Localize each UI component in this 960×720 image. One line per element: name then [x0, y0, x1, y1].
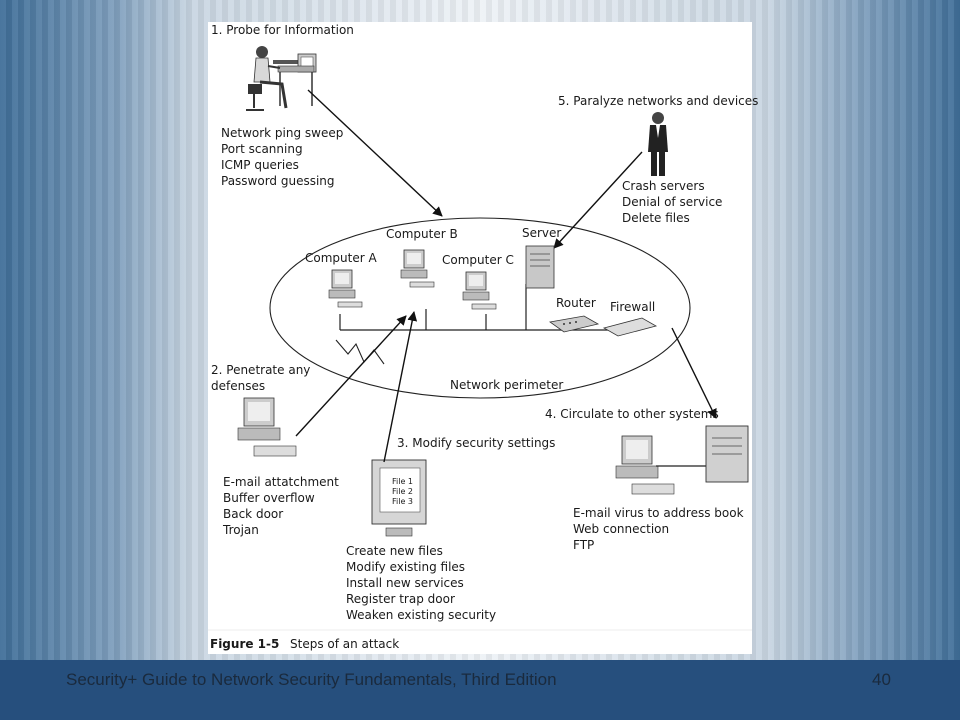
- step5-title: 5. Paralyze networks and devices: [558, 94, 758, 108]
- step4-title: 4. Circulate to other systems: [545, 407, 719, 421]
- step1-item: ICMP queries: [221, 158, 299, 172]
- step4-item: FTP: [573, 538, 594, 552]
- step2-item: Trojan: [222, 523, 259, 537]
- step3-item: Register trap door: [346, 592, 455, 606]
- computer-a-label: Computer A: [305, 251, 377, 265]
- network-perimeter-label: Network perimeter: [450, 378, 563, 392]
- step2-item: E-mail attatchment: [223, 475, 339, 489]
- server-label: Server: [522, 226, 561, 240]
- computer-b-label: Computer B: [386, 227, 458, 241]
- step3-item: Create new files: [346, 544, 443, 558]
- perimeter-breach-mark: [335, 339, 385, 365]
- router-icon: [548, 315, 600, 333]
- step2-arrow: [295, 315, 407, 437]
- computer-c-label: Computer C: [442, 253, 514, 267]
- step5-item: Denial of service: [622, 195, 722, 209]
- screen-file-label: File 3: [392, 497, 413, 506]
- router-label: Router: [556, 296, 596, 310]
- step3-monitor-icon: [371, 459, 427, 537]
- attacker-standing-icon: [648, 112, 668, 176]
- server-icon: [525, 245, 555, 289]
- computer-c-icon: [462, 271, 497, 310]
- footer-page-number: 40: [872, 670, 891, 689]
- step2-title-line1: 2. Penetrate any: [211, 363, 310, 377]
- step2-computer-icon: [237, 397, 297, 457]
- step3-item: Weaken existing security: [346, 608, 496, 622]
- footer-bar: [0, 660, 960, 720]
- step1-item: Password guessing: [221, 174, 335, 188]
- screen-file-label: File 1: [392, 477, 413, 486]
- computer-b-icon: [400, 249, 435, 288]
- step2-title-line2: defenses: [211, 379, 265, 393]
- figure-panel: 1. Probe for Information Network ping sw…: [208, 22, 758, 654]
- attack-steps-diagram: 1. Probe for Information Network ping sw…: [208, 23, 758, 651]
- footer-book-title: Security+ Guide to Network Security Fund…: [66, 670, 557, 689]
- step4-item: E-mail virus to address book: [573, 506, 744, 520]
- step2-item: Buffer overflow: [223, 491, 315, 505]
- network-perimeter-ellipse: [269, 217, 691, 399]
- step4-server-icon: [705, 425, 749, 483]
- computer-a-icon: [328, 269, 363, 308]
- step1-item: Port scanning: [221, 142, 303, 156]
- step3-item: Modify existing files: [346, 560, 465, 574]
- step5-item: Delete files: [622, 211, 690, 225]
- step4-item: Web connection: [573, 522, 669, 536]
- step3-title: 3. Modify security settings: [397, 436, 555, 450]
- step3-item: Install new services: [346, 576, 464, 590]
- attacker-at-desk-icon: [246, 46, 317, 111]
- step4-computer-icon: [615, 435, 675, 495]
- step1-arrow: [307, 89, 443, 217]
- step3-arrow: [383, 311, 418, 463]
- step4-arrow: [671, 327, 717, 419]
- step2-item: Back door: [223, 507, 283, 521]
- screen-file-label: File 2: [392, 487, 413, 496]
- firewall-label: Firewall: [610, 300, 655, 314]
- step1-item: Network ping sweep: [221, 126, 343, 140]
- figure-label: Figure 1-5: [210, 637, 279, 651]
- step5-arrow: [553, 151, 643, 249]
- step5-item: Crash servers: [622, 179, 705, 193]
- figure-caption: Steps of an attack: [290, 637, 399, 651]
- firewall-icon: [602, 317, 658, 337]
- step1-title: 1. Probe for Information: [211, 23, 354, 37]
